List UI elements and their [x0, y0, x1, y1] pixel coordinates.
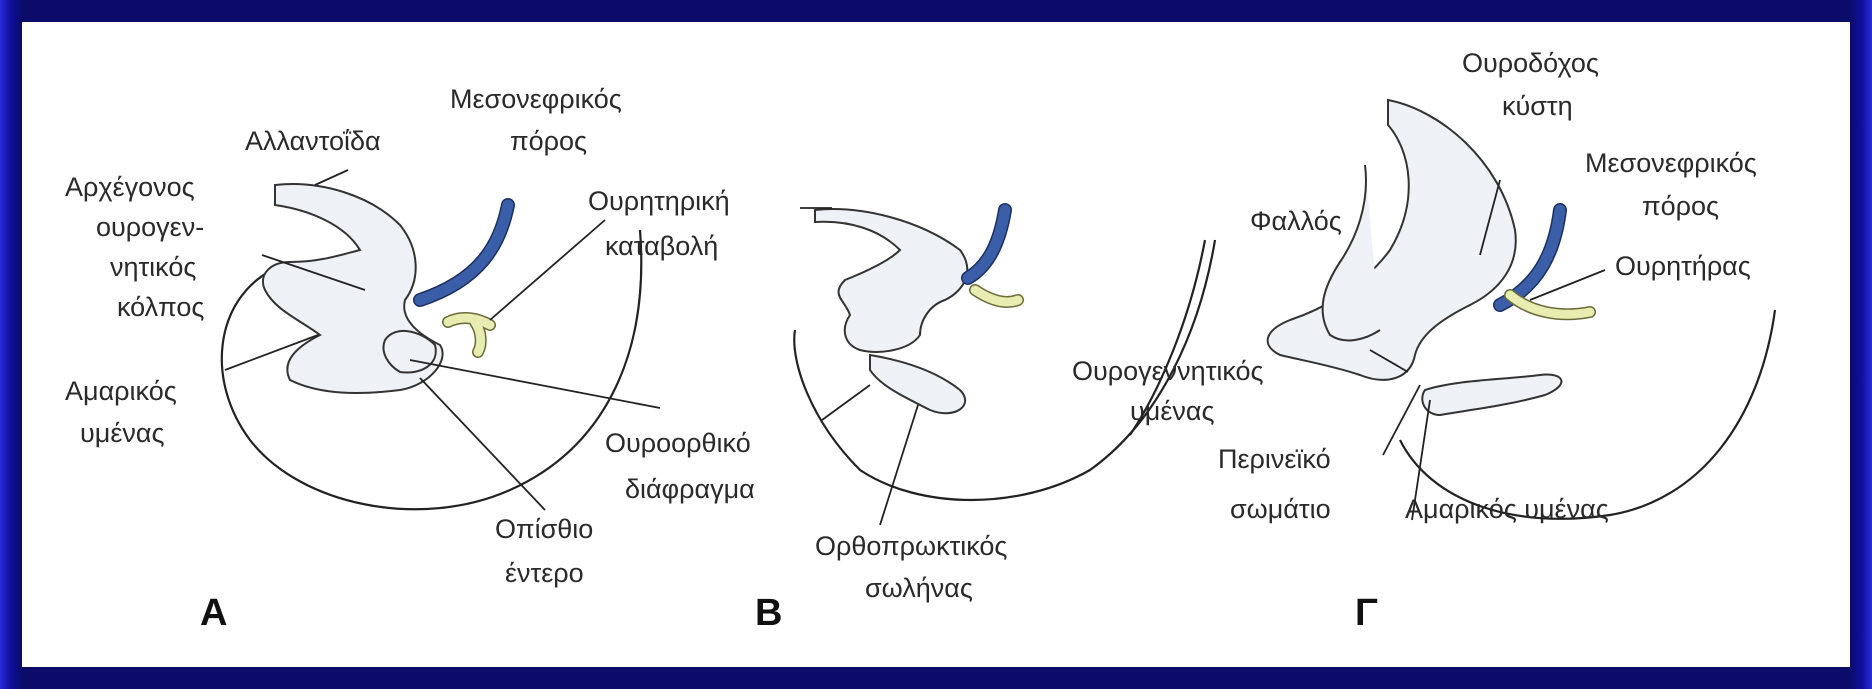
panel-c-body-outline: [1400, 310, 1775, 519]
panel-c-bladder: [1268, 100, 1516, 380]
panel-letter-c: Γ: [1355, 592, 1378, 634]
label-phallus: Φαλλός: [1250, 206, 1342, 236]
panel-letter-b: B: [755, 592, 782, 634]
label-allantois: Αλλαντοΐδα: [245, 126, 381, 156]
label-urorectal-2: διάφραγμα: [625, 474, 755, 504]
label-a-mesonephric-2: πόρος: [510, 126, 587, 156]
label-bladder-2: κύστη: [1502, 91, 1573, 121]
label-primitive-3: νητικός: [110, 252, 196, 282]
label-urogenital-1: Ουρογεννητικός: [1072, 356, 1264, 386]
label-anorectal-1: Ορθοπρωκτικός: [815, 531, 1007, 561]
leader-urorectal-septum: [410, 360, 660, 408]
label-c-mesonephric-1: Μεσονεφρικός: [1585, 148, 1757, 178]
label-cloacal-1: Αμαρικός: [65, 376, 177, 406]
label-c-mesonephric-2: πόρος: [1642, 191, 1719, 221]
leader-allantois: [315, 170, 348, 185]
label-hindgut-1: Οπίσθιο: [495, 514, 593, 544]
label-primitive-2: ουρογεν-: [96, 212, 204, 242]
leader-ureteric-bud: [490, 220, 605, 320]
panel-letter-a: A: [200, 592, 227, 634]
label-a-mesonephric-1: Μεσονεφρικός: [450, 84, 622, 114]
panel-c-phallus: [1323, 165, 1380, 340]
label-primitive-4: κόλπος: [117, 292, 204, 322]
leader-hindgut: [420, 378, 545, 510]
panel-c-perineum: [1422, 375, 1561, 415]
label-ureteric-bud-2: καταβολή: [605, 231, 718, 261]
label-c-ureter: Ουρητήρας: [1615, 251, 1751, 281]
panel-c: Ουροδόχος κύστη Μεσονεφρικός πόρος Φαλλό…: [1072, 48, 1775, 634]
panel-b-cloaca: [815, 209, 967, 352]
leader-anorectal: [880, 405, 918, 525]
panel-b-hindgut: [870, 355, 965, 413]
label-ureteric-bud-1: Ουρητηρική: [588, 186, 730, 216]
label-perineal-1: Περινεϊκό: [1218, 444, 1331, 474]
leader-b-septum: [822, 385, 870, 420]
label-primitive-1: Αρχέγονος: [65, 172, 195, 202]
panel-a: Αλλαντοΐδα Μεσονεφρικός πόρος Αρχέγονος …: [65, 84, 755, 634]
label-perineal-2: σωμάτιο: [1230, 494, 1331, 524]
label-hindgut-2: έντερο: [505, 558, 584, 588]
label-anorectal-2: σωλήνας: [865, 573, 973, 603]
panel-b-mesonephric-duct: [968, 210, 1005, 278]
label-urorectal-1: Ουροορθικό: [605, 428, 751, 458]
label-bladder-1: Ουροδόχος: [1462, 48, 1599, 78]
label-urogenital-2: υμένας: [1130, 396, 1214, 426]
label-cloacal-2: υμένας: [80, 418, 164, 448]
label-anal-membrane: Αμαρικός υμένας: [1405, 494, 1609, 524]
